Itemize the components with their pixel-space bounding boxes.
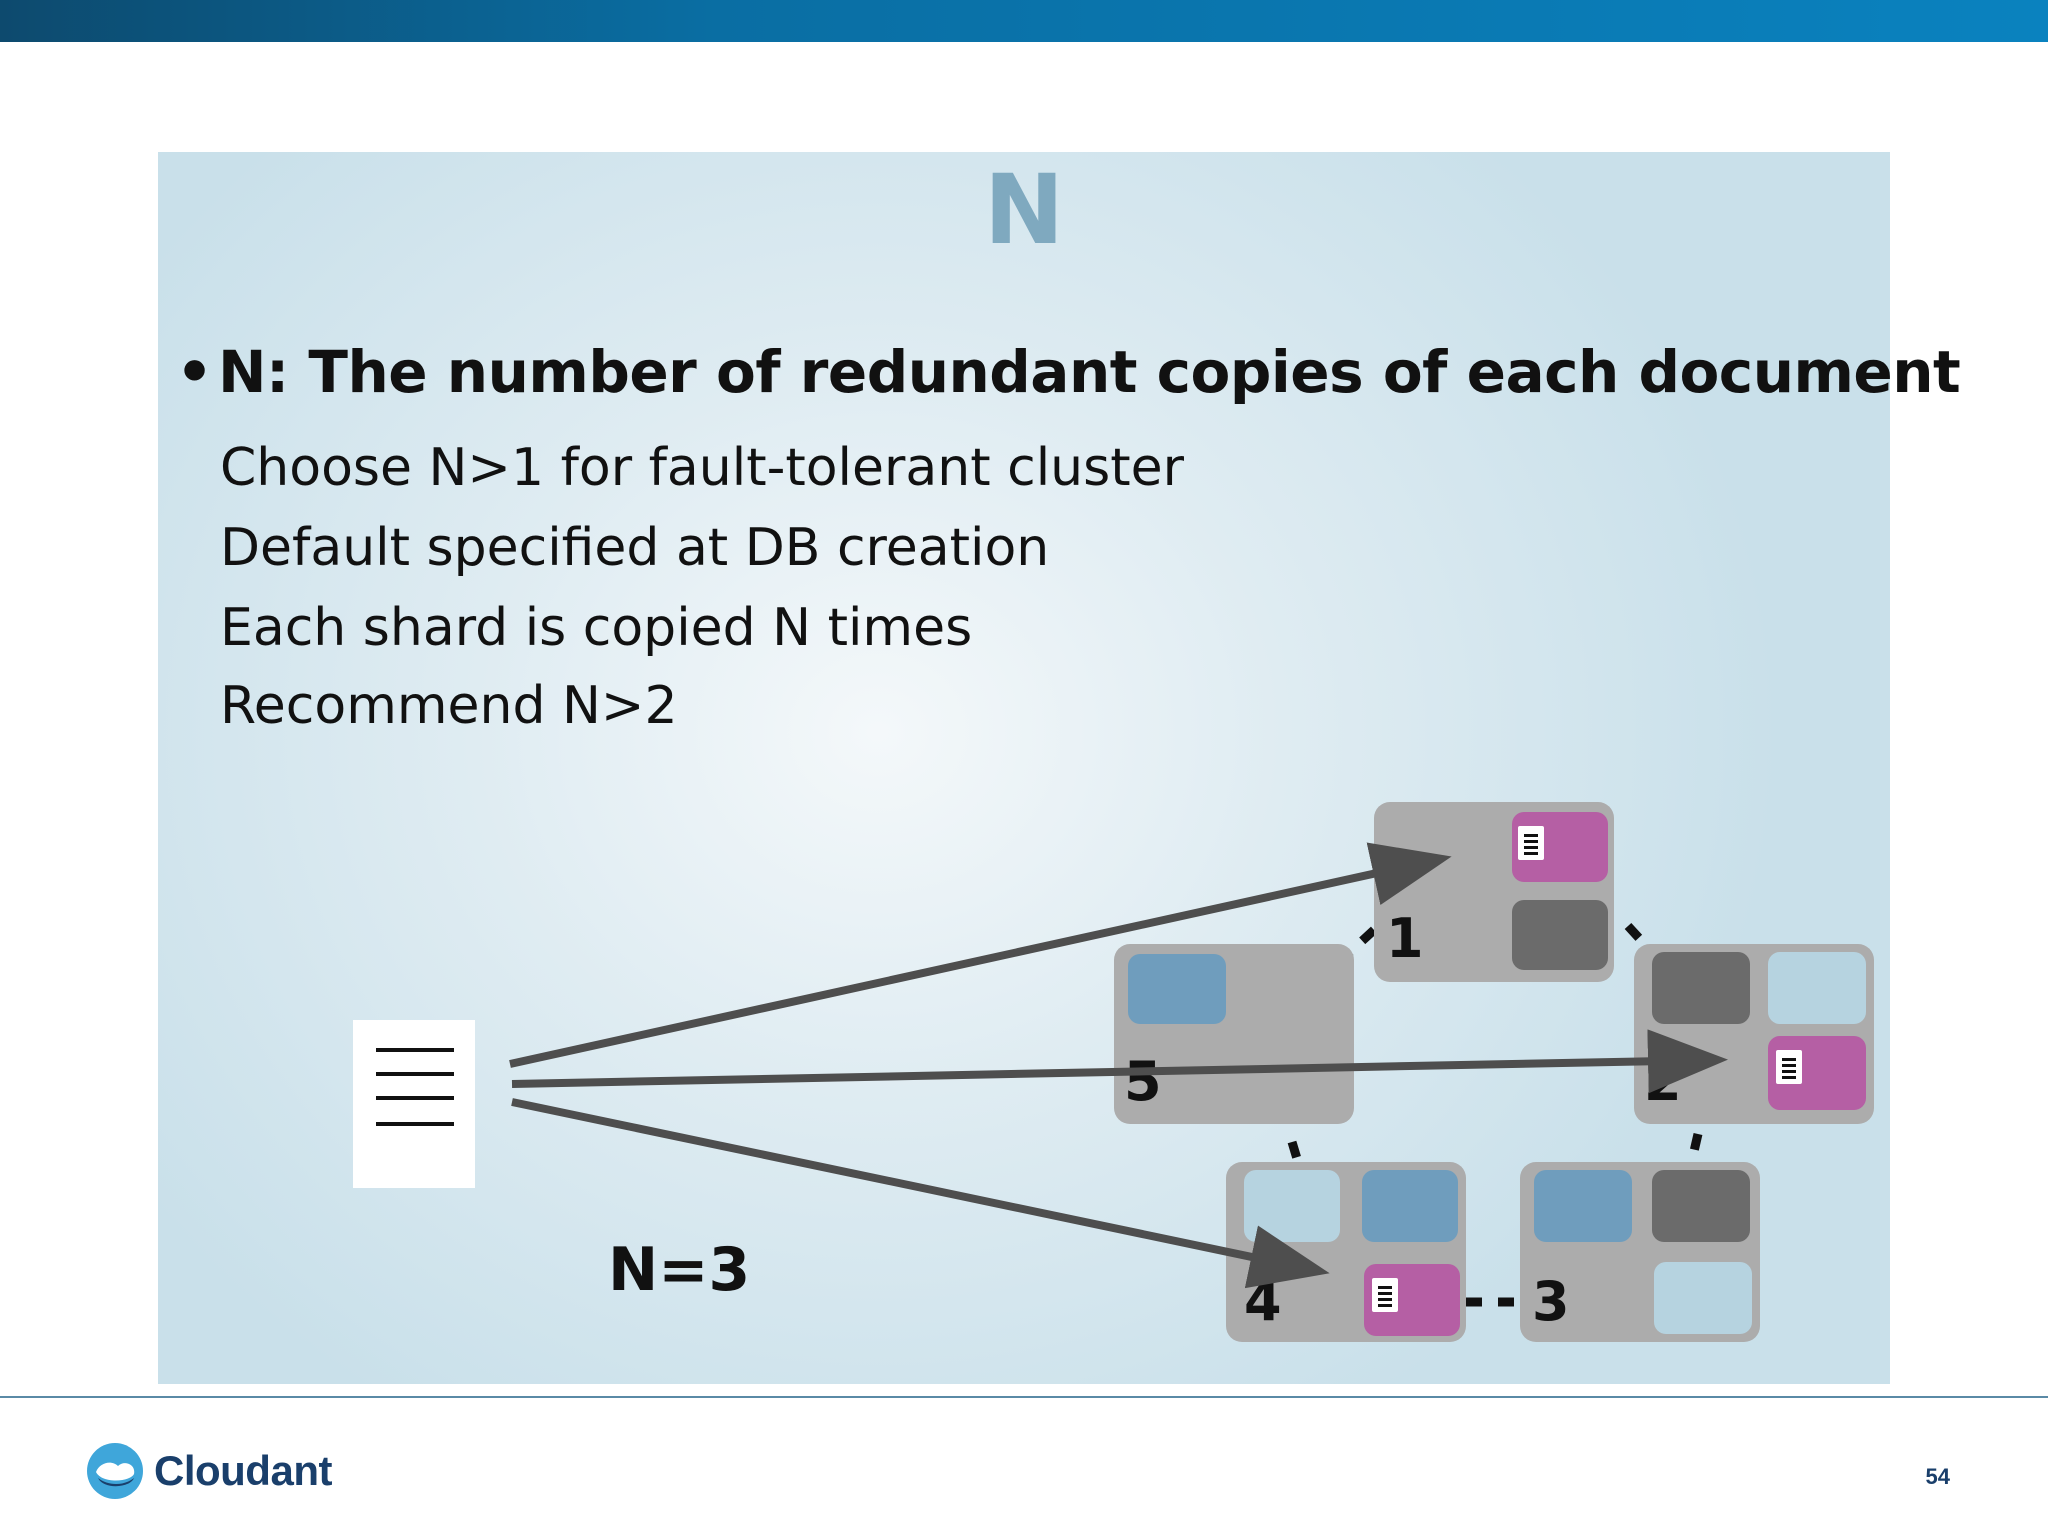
shard bbox=[1652, 1170, 1750, 1242]
document-icon bbox=[1518, 826, 1544, 860]
replication-arrows bbox=[509, 842, 1728, 1289]
shard bbox=[1652, 952, 1750, 1024]
node-4: 4 bbox=[1226, 1162, 1466, 1342]
node-5: 5 bbox=[1114, 944, 1354, 1124]
n-equals-label: N=3 bbox=[608, 1235, 750, 1305]
document-icon bbox=[1776, 1050, 1802, 1084]
replication-diagram: 5 1 2 4 bbox=[353, 802, 1874, 1342]
page-number: 54 bbox=[1925, 1464, 1950, 1489]
ring-link-2-3 bbox=[1687, 1132, 1703, 1162]
shard bbox=[1512, 900, 1608, 970]
sub-point: Choose N>1 for fault-tolerant cluster bbox=[220, 438, 1184, 498]
main-bullet-text: N: The number of redundant copies of eac… bbox=[218, 338, 1961, 406]
shard bbox=[1654, 1262, 1752, 1334]
ring-link-1-5 bbox=[1346, 926, 1378, 956]
footer-divider bbox=[0, 1396, 2048, 1398]
shard bbox=[1244, 1170, 1340, 1242]
main-bullet: •N: The number of redundant copies of ea… bbox=[176, 338, 1961, 406]
arrow-to-node-2 bbox=[511, 1029, 1728, 1094]
node-3: 3 bbox=[1520, 1162, 1760, 1342]
shard bbox=[1362, 1170, 1458, 1242]
bullet-icon: • bbox=[176, 338, 213, 406]
sub-point: Default specified at DB creation bbox=[220, 518, 1050, 578]
node-label: 1 bbox=[1386, 907, 1424, 970]
node-1: 1 bbox=[1374, 802, 1614, 982]
sub-point: Each shard is copied N times bbox=[220, 598, 973, 658]
sub-point: Recommend N>2 bbox=[220, 676, 678, 736]
arrow-to-node-1 bbox=[509, 842, 1452, 1068]
ring-link-5-4 bbox=[1287, 1140, 1303, 1164]
shard bbox=[1128, 954, 1226, 1024]
document-page bbox=[353, 1020, 475, 1188]
ring-link-1-2 bbox=[1624, 922, 1654, 954]
cloudant-logo-icon bbox=[87, 1443, 143, 1499]
shard bbox=[1768, 952, 1866, 1024]
top-banner bbox=[0, 0, 2048, 42]
node-label: 4 bbox=[1244, 1270, 1282, 1333]
node-2: 2 bbox=[1634, 944, 1874, 1124]
shard bbox=[1534, 1170, 1632, 1242]
ring-connectors bbox=[1287, 922, 1703, 1307]
node-label: 5 bbox=[1124, 1050, 1162, 1113]
slide-content: N •N: The number of redundant copies of … bbox=[158, 152, 1961, 1384]
cloudant-logo: Cloudant bbox=[86, 1442, 332, 1500]
logo-text: Cloudant bbox=[154, 1447, 332, 1494]
arrow-to-node-4 bbox=[511, 1098, 1330, 1289]
node-label: 3 bbox=[1532, 1270, 1570, 1333]
source-document bbox=[353, 1020, 475, 1188]
document-icon bbox=[1372, 1278, 1398, 1312]
slide-title: N bbox=[983, 154, 1065, 266]
